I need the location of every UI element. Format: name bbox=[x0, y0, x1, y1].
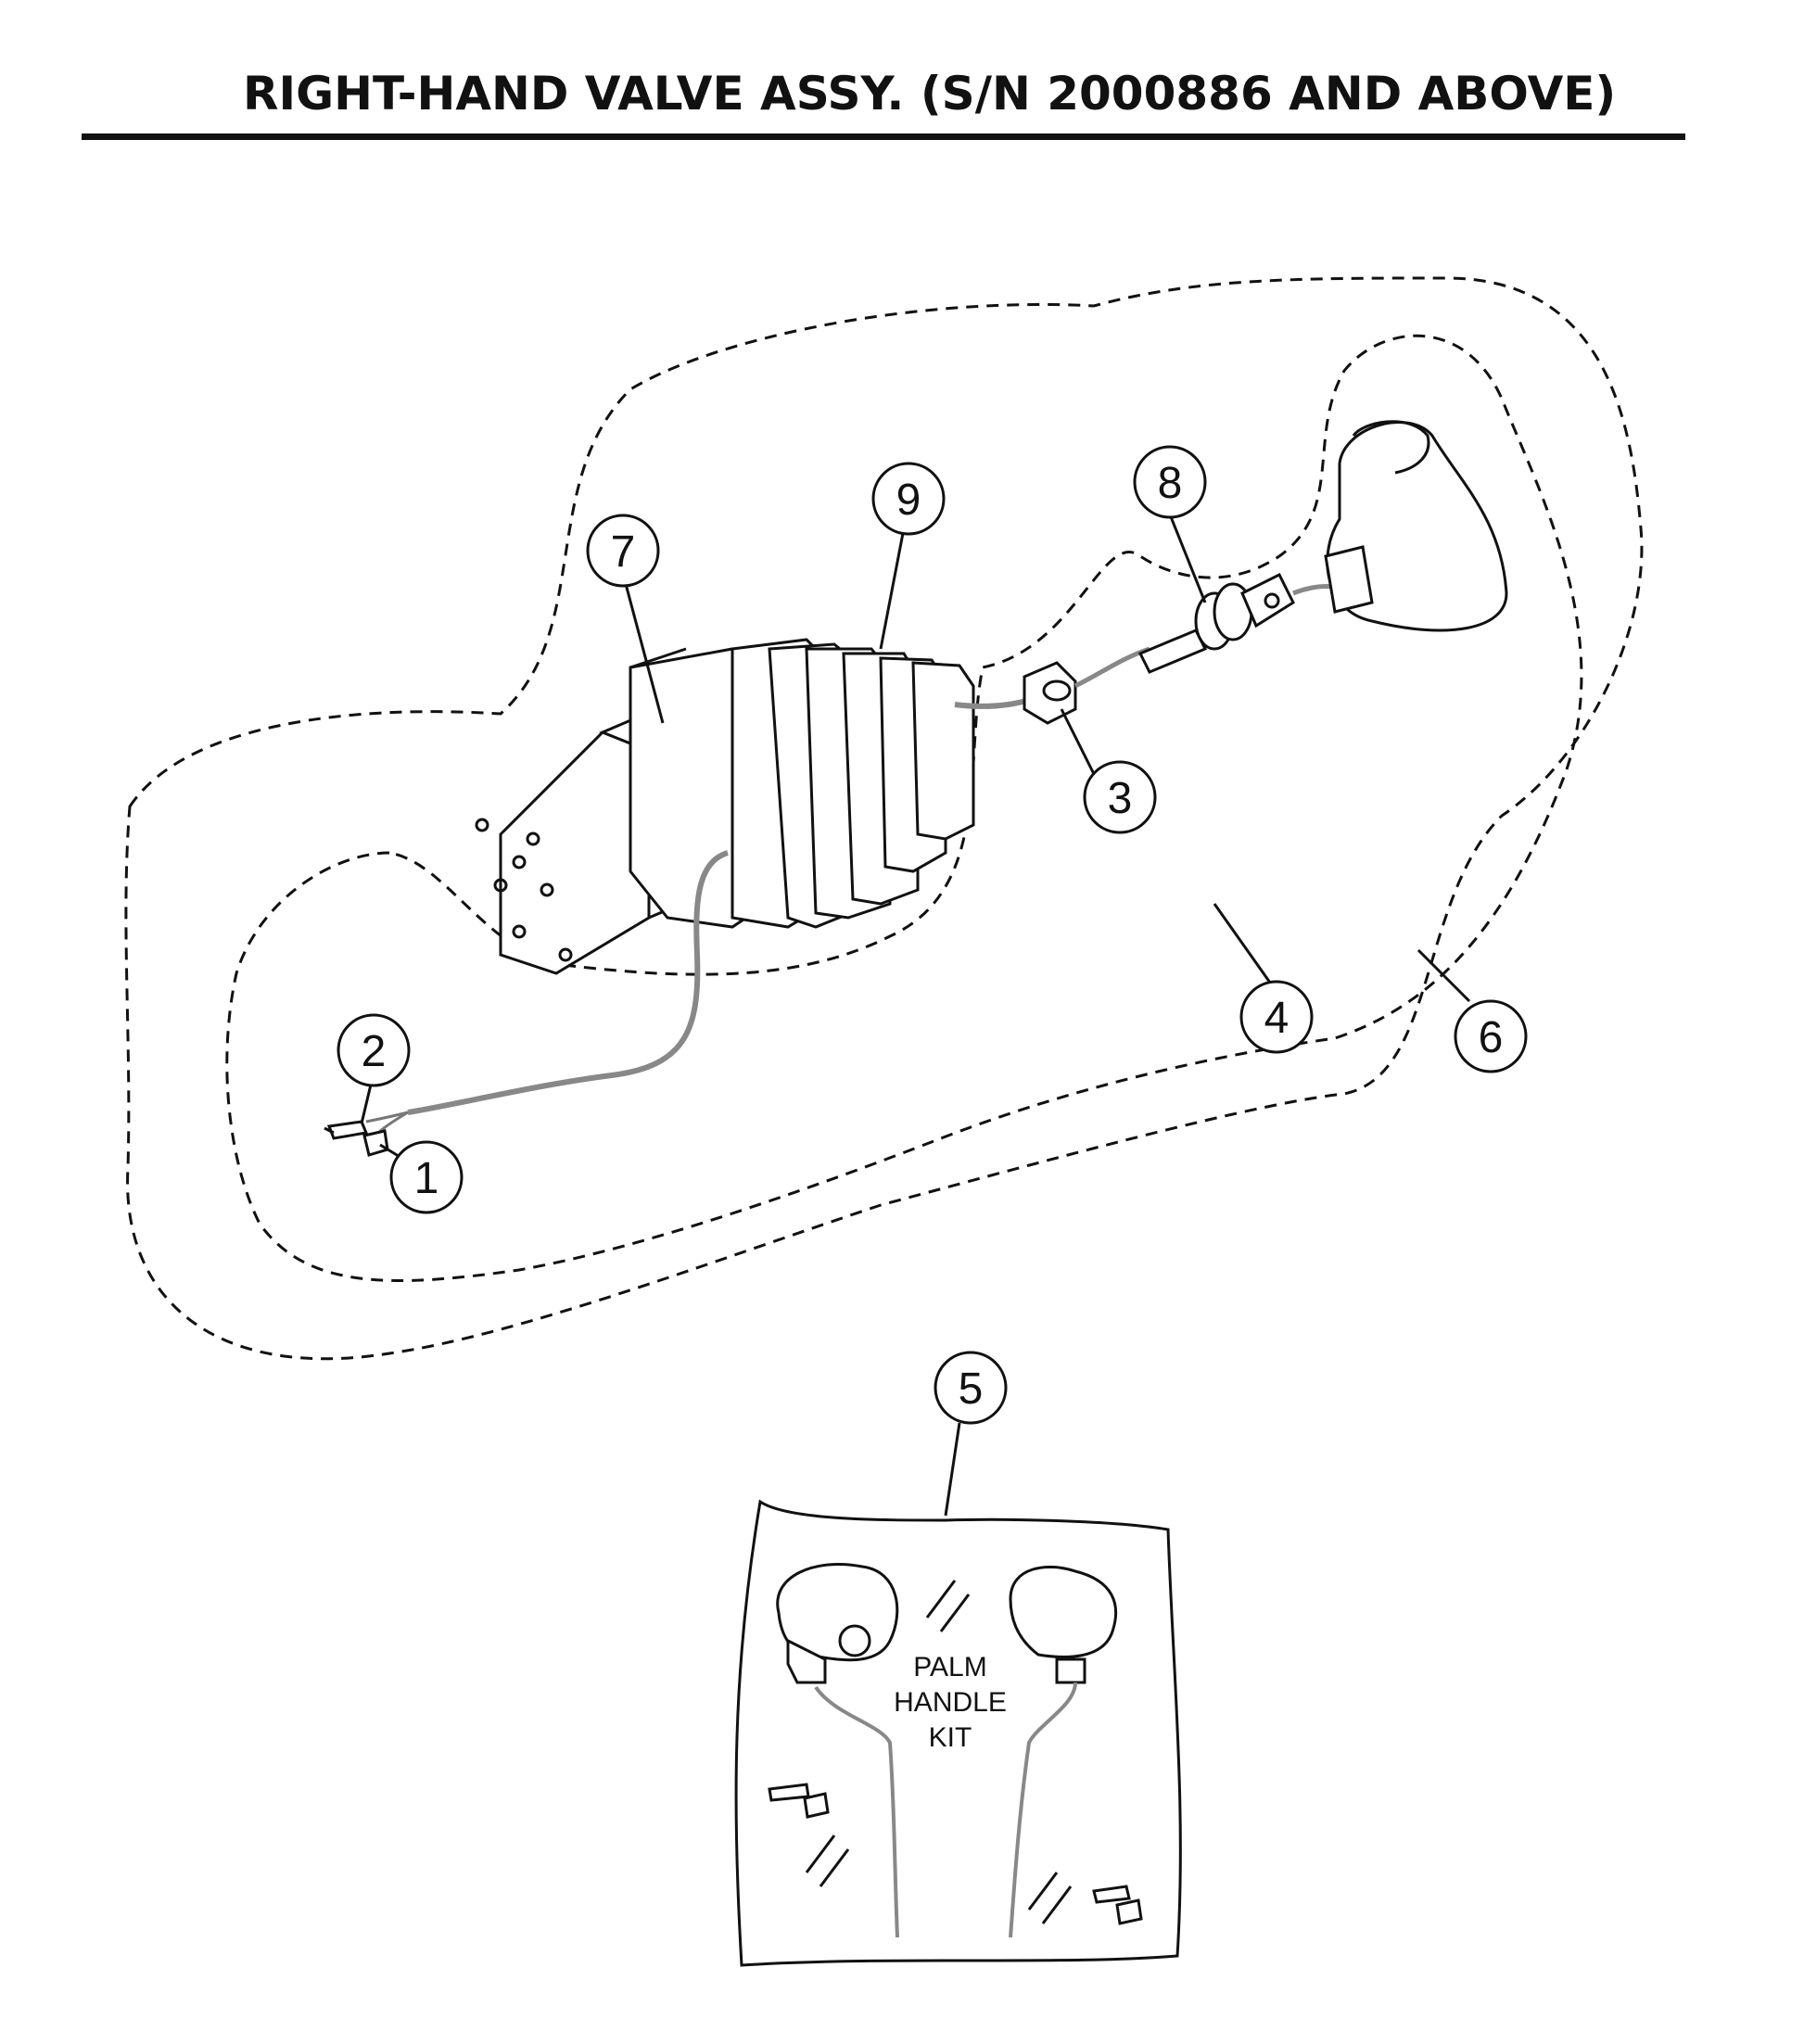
callout-9: 9 bbox=[896, 476, 921, 525]
callout-2-circle bbox=[337, 1013, 411, 1087]
callout-9-circle bbox=[871, 462, 946, 536]
callout-3-circle bbox=[1083, 760, 1157, 834]
kit-bag bbox=[734, 1499, 1182, 1967]
boot-9 bbox=[730, 638, 975, 929]
callout-3: 3 bbox=[1108, 774, 1133, 823]
callout-4: 4 bbox=[1264, 994, 1289, 1043]
kit-label-line-2: HANDLE bbox=[894, 1687, 1007, 1718]
kit-label-line-1: PALM bbox=[913, 1652, 986, 1682]
callout-8: 8 bbox=[1158, 459, 1183, 508]
callout-6-circle bbox=[1454, 999, 1528, 1073]
kit-label-line-3: KIT bbox=[929, 1722, 972, 1753]
callout-2: 2 bbox=[362, 1027, 387, 1076]
leader-8 bbox=[1166, 509, 1207, 603]
leader-6 bbox=[1417, 948, 1471, 1003]
callout-5-circle bbox=[934, 1351, 1008, 1425]
leader-2 bbox=[360, 1084, 373, 1124]
boundary-4-outline bbox=[225, 334, 1583, 1282]
leader-9 bbox=[879, 527, 906, 650]
boundary-6-outline bbox=[124, 276, 1644, 1361]
terminals bbox=[324, 1120, 389, 1157]
callout-4-circle bbox=[1239, 980, 1314, 1054]
callout-1: 1 bbox=[414, 1154, 439, 1203]
callout-8-circle bbox=[1133, 445, 1207, 519]
lower-wire bbox=[407, 850, 730, 1115]
leader-7 bbox=[624, 583, 665, 724]
switch-8 bbox=[1137, 572, 1295, 674]
callout-7-circle bbox=[586, 514, 660, 588]
leader-3 bbox=[1060, 708, 1096, 775]
page-title: RIGHT-HAND VALVE ASSY. (S/N 2000886 AND … bbox=[243, 67, 1617, 121]
callout-1-circle bbox=[389, 1140, 464, 1214]
callout-5: 5 bbox=[959, 1365, 984, 1414]
leader-4 bbox=[1213, 903, 1272, 984]
title-rule bbox=[82, 133, 1685, 140]
leader-5 bbox=[944, 1422, 961, 1517]
handle bbox=[1324, 420, 1508, 632]
switch-cable bbox=[1074, 646, 1150, 689]
callout-7: 7 bbox=[611, 527, 636, 577]
nut-3 bbox=[1023, 661, 1077, 725]
callout-6: 6 bbox=[1479, 1013, 1504, 1062]
